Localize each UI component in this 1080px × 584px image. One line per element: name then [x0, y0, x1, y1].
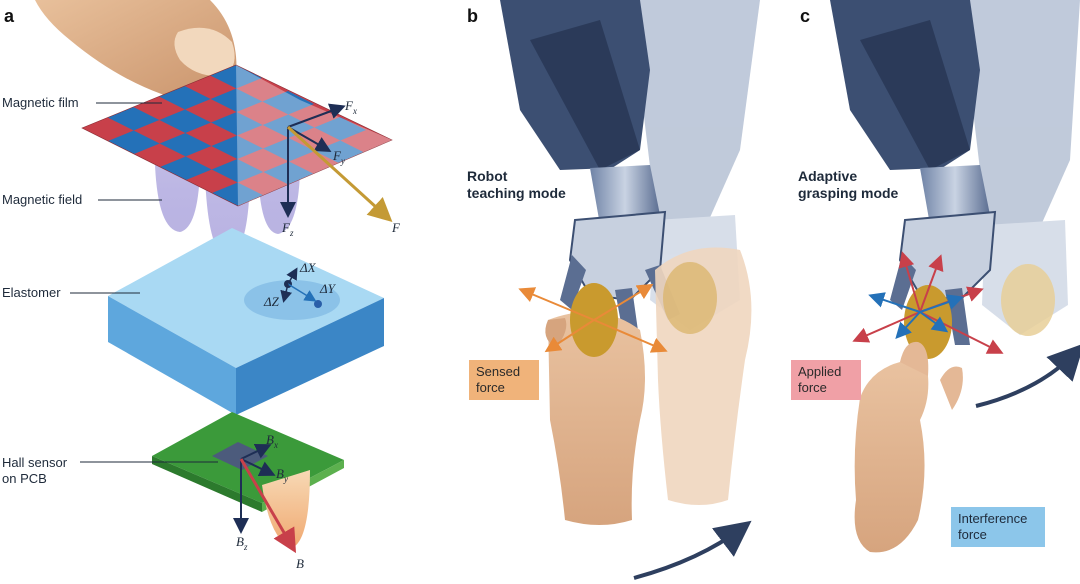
panel-label-b: b: [467, 6, 478, 26]
delta-x-label: ΔX: [299, 260, 317, 275]
panel-b-illustration: [500, 0, 760, 580]
panel-label-c: c: [800, 6, 811, 26]
robot-arm-c: [830, 0, 997, 345]
applied-force-box: Applied force: [791, 360, 861, 400]
interference-force-arrows: [868, 292, 964, 339]
magnetic-film-checkerboard: [81, 64, 393, 207]
checker-square: [212, 182, 264, 206]
sensed-force-arrows: [518, 283, 668, 353]
field-bz-label: Bz: [236, 534, 248, 552]
force-axes: [280, 103, 393, 223]
delta-z-label: ΔZ: [263, 294, 280, 309]
magnetic-field-label: Magnetic field: [2, 192, 83, 207]
hall-sensor-line1: Hall sensor: [2, 455, 68, 470]
panel-a-illustration: Fx Fy Fz F ΔX ΔY ΔZ: [35, 0, 401, 571]
field-by-label: By: [276, 466, 288, 484]
human-hand-c: [854, 341, 963, 553]
checker-square: [211, 135, 263, 159]
magnetic-film-label: Magnetic film: [2, 95, 79, 110]
force-fz-label: Fz: [281, 220, 294, 238]
hall-sensor-label: Hall sensor on PCB: [2, 455, 67, 487]
checker-square: [210, 88, 263, 112]
checker-square: [108, 130, 160, 154]
sensed-force-box: Sensed force: [469, 360, 539, 400]
delta-y-label: ΔY: [319, 281, 337, 296]
pcb-board: [152, 412, 344, 548]
checker-square: [159, 86, 211, 110]
robot-teaching-mode-label: Robot teaching mode: [467, 168, 566, 201]
field-b-label: B: [296, 556, 304, 571]
checker-square: [159, 109, 211, 133]
checker-square: [159, 133, 212, 157]
motion-arrow-c: [975, 343, 1080, 408]
checker-square: [262, 91, 314, 115]
checker-square: [160, 156, 212, 180]
force-fx-label: Fx: [344, 98, 357, 116]
hall-sensor-line2: on PCB: [2, 471, 47, 486]
panel-label-a: a: [4, 6, 15, 26]
finger-illustration: [35, 0, 237, 105]
force-f-label: F: [391, 220, 401, 235]
egg-c-ghost: [1001, 264, 1055, 336]
displacement-arrows: [280, 267, 317, 303]
checker-square: [107, 107, 160, 131]
motion-arrow-b: [633, 520, 752, 580]
elastomer-block: [108, 228, 384, 415]
checker-square: [211, 112, 263, 136]
interference-force-box: Interference force: [951, 507, 1045, 547]
checker-square: [211, 159, 264, 183]
adaptive-grasping-mode-label: Adaptive grasping mode: [798, 168, 899, 201]
robot-arm-b: [500, 0, 680, 345]
label-leader-lines: [70, 102, 218, 463]
egg-c: [904, 285, 952, 359]
field-axes: [233, 443, 297, 554]
force-fy-label: Fy: [332, 148, 345, 166]
checker-square: [314, 117, 366, 141]
elastomer-label: Elastomer: [2, 285, 61, 300]
egg-b-ghost: [663, 262, 717, 334]
panel-c-illustration: [830, 0, 1080, 553]
field-bx-label: Bx: [266, 432, 278, 450]
checker-square: [210, 65, 262, 89]
